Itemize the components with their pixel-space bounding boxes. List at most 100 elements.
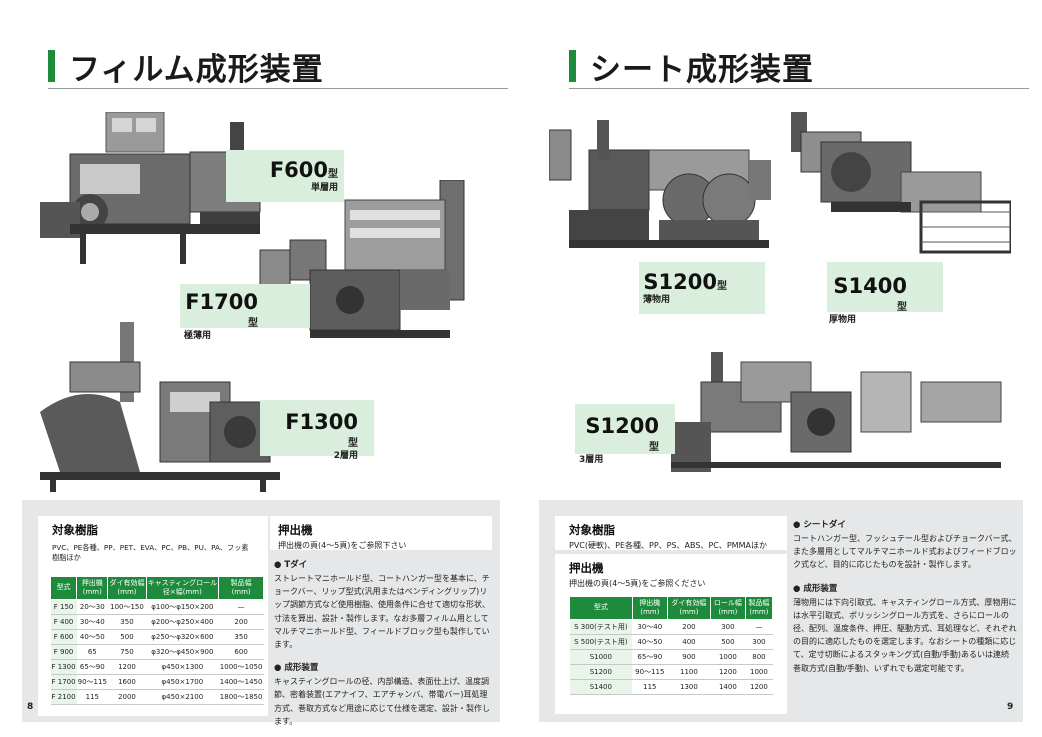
table-cell: 300 <box>745 634 773 650</box>
table-cell: 115 <box>76 689 108 705</box>
table-cell: F 400 <box>50 614 77 630</box>
machine-photo-f600 <box>40 112 270 272</box>
model-label-s1400-thick: S1400型 厚物用 <box>829 276 907 325</box>
description-sheet: ● シートダイコートハンガー型、フッシュテール型およびチョークバー式、また多層用… <box>793 518 1017 685</box>
header-text: 型式 <box>56 583 71 592</box>
table-header-cell: ダイ有効幅(mm) <box>666 596 711 620</box>
resin-title: 対象樹脂 <box>569 523 615 537</box>
resin-card: 対象樹脂 PVC、PE各種、PP、PET、EVA、PC、PB、PU、PA、フッ素… <box>38 516 268 716</box>
table-cell: φ250〜φ320×600 <box>146 629 219 645</box>
model-label-s1200-3layer: S1200 型 3層用 <box>579 416 659 465</box>
spec-table-film: 型式押出機(mm)ダイ有効幅(mm)キャスティングロール径×幅(mm)製品幅(m… <box>49 576 264 705</box>
model-purpose: 3層用 <box>579 455 604 465</box>
description-block: ● シートダイコートハンガー型、フッシュテール型およびチョークバー式、また多層用… <box>793 518 1017 572</box>
header-text: ロール幅 <box>713 599 742 607</box>
table-cell: 300 <box>710 619 746 635</box>
resin-card: 対象樹脂 PVC(硬軟)、PE各種、PP、PS、ABS、PC、PMMAほか <box>555 516 787 550</box>
table-cell: 1000 <box>745 664 773 680</box>
section-heading-sheet: シート成形装置 <box>569 48 814 88</box>
table-cell: S 500(テスト用) <box>569 634 633 650</box>
model-label-f1300: F1300型 2層用 <box>278 412 358 461</box>
table-cell: 90〜115 <box>76 674 108 690</box>
table-header-cell: 押出機(mm) <box>631 596 668 620</box>
table-cell: 200 <box>218 614 264 630</box>
table-cell: 800 <box>745 649 773 665</box>
model-suffix: 型 <box>897 302 907 313</box>
table-cell: φ450×1300 <box>146 659 219 675</box>
table-cell: 100〜150 <box>107 599 147 615</box>
table-header-row: 型式押出機(mm)ダイ有効幅(mm)ロール幅(mm)製品幅(mm) <box>569 596 774 620</box>
description-heading: ● 成形装置 <box>274 663 319 674</box>
table-cell: — <box>745 619 773 635</box>
table-cell: 115 <box>632 679 668 695</box>
table-cell: 40〜50 <box>76 629 108 645</box>
header-text: (mm) <box>679 607 699 616</box>
header-text: 押出機 <box>81 579 103 587</box>
page-left: フィルム成形装置 F600型 単層用 <box>22 48 508 726</box>
extruder-title: 押出機 <box>278 523 313 537</box>
resin-text: PVC(硬軟)、PE各種、PP、PS、ABS、PC、PMMAほか <box>569 541 767 550</box>
table-cell: F 2100 <box>50 689 77 705</box>
label-bg-s1200-thin <box>639 262 765 314</box>
table-cell: 600 <box>218 644 264 660</box>
table-cell: 900 <box>667 649 711 665</box>
header-text: (mm) <box>718 607 738 616</box>
machine-photo-s1200-thin <box>549 120 779 270</box>
table-cell: 1800〜1850 <box>218 689 264 705</box>
section-heading-film: フィルム成形装置 <box>48 48 324 88</box>
table-header-cell: 押出機(mm) <box>76 576 109 600</box>
model-number: F1700 <box>185 290 258 314</box>
table-cell: 750 <box>107 644 147 660</box>
label-bg-s1200-3layer <box>575 404 675 454</box>
table-cell: 350 <box>218 629 264 645</box>
model-suffix: 型 <box>328 169 338 180</box>
table-cell: 1100 <box>667 664 711 680</box>
table-cell: 1200 <box>710 664 746 680</box>
table-cell: 1000〜1050 <box>218 659 264 675</box>
model-label-s1200-thin: S1200型 薄物用 <box>643 272 727 305</box>
table-cell: F 900 <box>50 644 77 660</box>
model-suffix: 型 <box>649 442 659 453</box>
description-heading: ● Tダイ <box>274 560 308 570</box>
table-cell: F 1300 <box>50 659 77 675</box>
page-number-left: 8 <box>27 702 34 712</box>
table-header-cell: 型式 <box>569 596 633 620</box>
heading-accent-bar <box>569 50 576 82</box>
table-header-cell: 製品幅(mm) <box>218 576 264 600</box>
spec-table-sheet: 型式押出機(mm)ダイ有効幅(mm)ロール幅(mm)製品幅(mm)S 300(テ… <box>569 596 774 695</box>
header-text: 型式 <box>593 603 608 612</box>
table-header-cell: 型式 <box>49 576 78 600</box>
label-bg-f600 <box>226 150 344 202</box>
extruder-card: 押出機 押出機の頁(4〜5頁)をご参照ください 型式押出機(mm)ダイ有効幅(m… <box>555 554 787 714</box>
table-header-cell: キャスティングロール径×幅(mm) <box>145 576 220 600</box>
extruder-title: 押出機 <box>569 561 604 575</box>
model-purpose: 薄物用 <box>643 295 671 305</box>
table-cell: 1400〜1450 <box>218 674 264 690</box>
table-cell: 30〜40 <box>632 619 668 635</box>
model-suffix: 型 <box>348 438 358 449</box>
description-text: コートハンガー型、フッシュテール型およびチョークバー式、また多層用としてマルチマ… <box>793 534 1017 570</box>
model-number: S1200 <box>585 414 659 438</box>
resin-title: 対象樹脂 <box>52 523 98 537</box>
table-cell: 65 <box>76 644 108 660</box>
table-cell: φ450×1700 <box>146 674 219 690</box>
extruder-text: 押出機の頁(4〜5頁)をご参照下さい <box>278 541 407 550</box>
header-text: (mm) <box>749 607 769 616</box>
model-number: F600 <box>269 158 328 182</box>
header-text: 製品幅 <box>230 579 252 587</box>
description-text: 薄物用には下向引取式、キャスティングロール方式、厚物用には水平引取式、ポリッシン… <box>793 597 1017 673</box>
header-text: ダイ有効幅 <box>109 579 145 587</box>
table-cell: S1000 <box>569 649 633 665</box>
table-header-row: 型式押出機(mm)ダイ有効幅(mm)キャスティングロール径×幅(mm)製品幅(m… <box>49 576 264 600</box>
table-cell: φ450×2100 <box>146 689 219 705</box>
table-cell: 20〜30 <box>76 599 108 615</box>
table-cell: 90〜115 <box>632 664 668 680</box>
table-header-cell: 製品幅(mm) <box>744 596 774 620</box>
table-cell: 30〜40 <box>76 614 108 630</box>
table-cell: 40〜50 <box>632 634 668 650</box>
